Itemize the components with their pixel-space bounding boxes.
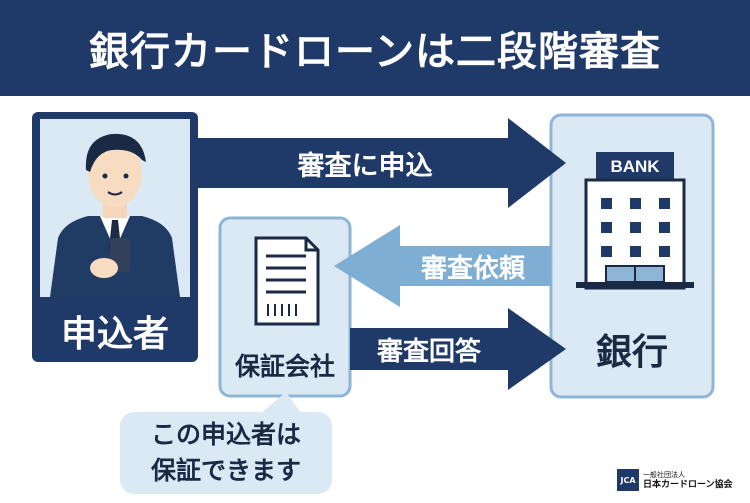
request-arrow-label: 審査依頼	[420, 253, 525, 284]
answer-arrow	[350, 308, 566, 390]
jca-logo-mark: JCA	[617, 469, 639, 491]
applicant-label: 申込者	[60, 314, 169, 355]
bank-label: 銀行	[595, 332, 668, 373]
document-icon	[254, 236, 320, 326]
guarantor-label: 保証会社	[234, 352, 335, 381]
request-arrow	[334, 225, 551, 307]
logo-line-2: 日本カードローン協会	[643, 480, 733, 490]
bubble-line-2: 保証できます	[150, 456, 301, 485]
bank-panel	[549, 113, 715, 399]
logo-text: 一般社団法人 日本カードローン協会	[643, 470, 733, 490]
association-logo: JCA 一般社団法人 日本カードローン協会	[617, 467, 733, 493]
guarantor-panel	[218, 216, 352, 398]
apply-arrow-label: 審査に申込	[297, 150, 433, 182]
applicant-panel	[32, 112, 198, 362]
bubble-line-1: この申込者は	[150, 420, 301, 449]
bank-building-icon	[576, 152, 694, 290]
answer-arrow-label: 審査回答	[376, 336, 481, 367]
applicant-person-icon	[50, 133, 180, 297]
guarantee-speech-bubble: この申込者は 保証できます	[120, 412, 332, 494]
bubble-tail	[262, 392, 300, 412]
logo-line-1: 一般社団法人	[643, 471, 685, 479]
page-title: 銀行カードローンは二段階審査	[0, 0, 750, 96]
bank-sign-text: BANK	[610, 157, 660, 176]
apply-arrow	[198, 118, 566, 208]
